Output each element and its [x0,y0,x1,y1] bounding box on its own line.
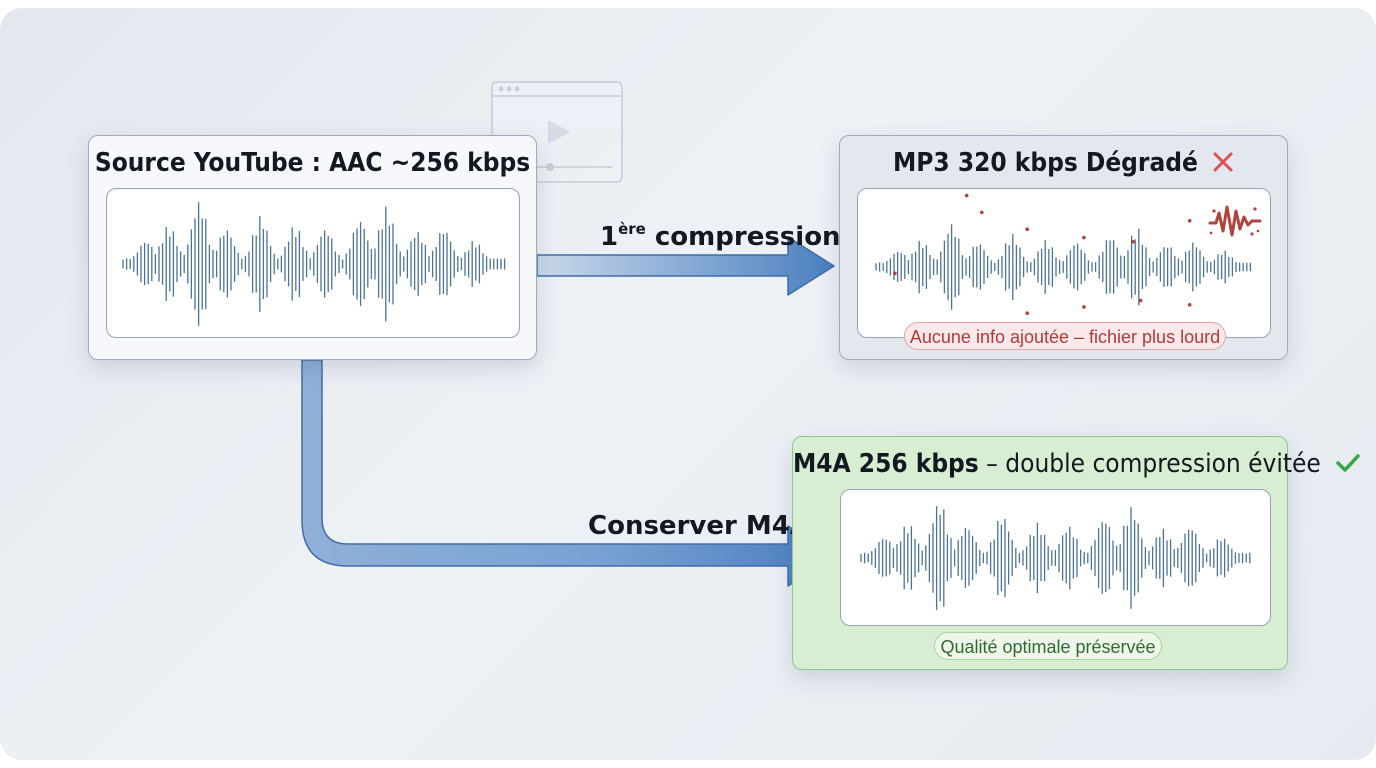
mp3-waveform [875,193,1252,336]
label-first-compression: 1ère compression [600,220,841,252]
mp3-waveform-box [857,188,1271,338]
m4a-waveform-box [840,489,1271,626]
artifact-dot [1187,219,1192,223]
arrow-first-compression [536,236,835,296]
artifact-dot [1025,311,1029,315]
source-waveform-box [106,188,520,338]
source-waveform [122,202,506,326]
m4a-panel: M4A 256 kbps – double compression évitée… [792,436,1360,670]
artifact-dot [964,193,969,198]
cross-icon [1213,152,1233,172]
m4a-success-pill: Qualité optimale préservée [934,632,1162,660]
arrow-keep-m4a [301,359,835,587]
mp3-warning-pill: Aucune info ajoutée – fichier plus lourd [904,322,1226,350]
label-keep-m4a: Conserver M4A [588,511,810,541]
mp3-title-row: MP3 320 kbps Dégradé [840,148,1287,178]
artifact-dot [980,210,984,215]
mp3-panel: MP3 320 kbps Dégradé Aucune info ajoutée… [839,135,1288,360]
m4a-title-rest: – double compression évitée [978,449,1321,479]
source-title: Source YouTube : AAC ~256 kbps [94,148,531,178]
artifact-dot [1187,303,1192,307]
mp3-title: MP3 320 kbps Dégradé [892,148,1198,178]
check-icon [1336,454,1360,472]
diagram-canvas: 1ère compression Conserver M4A Source Yo… [0,8,1376,760]
source-panel: Source YouTube : AAC ~256 kbps [88,135,537,360]
artifact-dot [1138,298,1143,303]
m4a-title-bold: M4A 256 kbps [793,449,979,479]
artifact-dot [1082,235,1086,240]
m4a-waveform [860,506,1251,610]
artifact-dot [1082,305,1086,309]
artifact-dot [893,271,897,276]
m4a-title-row: M4A 256 kbps – double compression évitée [793,449,1360,479]
noise-icon [1208,205,1262,237]
artifact-dot [1131,240,1135,244]
artifact-dot [1025,227,1029,231]
